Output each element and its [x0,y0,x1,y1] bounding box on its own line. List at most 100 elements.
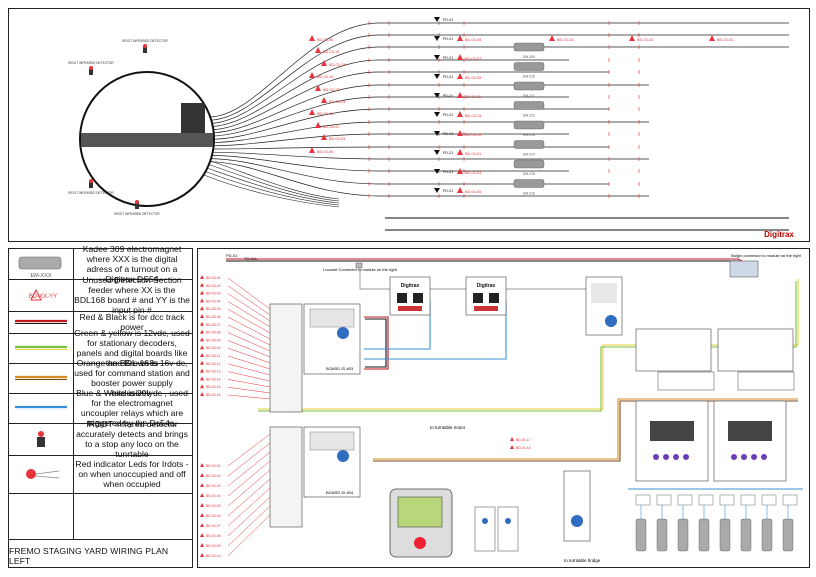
bd-input-label: BD-03-12 [206,362,221,366]
pd-label: PD-01 [443,56,453,60]
em-label: EM-210 [523,75,535,79]
legend-row: Red indicator Leds for Irdots - on when … [9,455,192,494]
bd-input-label: BD-04-03 [206,484,221,488]
bd-label: BD-03-03 [557,38,573,42]
legend-row: Red & Black is for dcc track power [9,311,192,334]
bd-label: BD-04-05 [465,190,481,194]
loconet-connector [355,262,363,269]
bd-label: BD-03-07 [465,57,481,61]
track-fan [203,22,380,208]
legend-symbol [9,493,74,539]
bd-input-label: BD-04-01 [206,464,221,468]
bulgin-note: Bulgin connector to module on the right [731,253,801,258]
bd-label: BD-03-12 [323,88,339,92]
bd-input-label: BD-04-09 [206,544,221,548]
wiring-plan: PD-01 TO ALL Loconet Connector to module… [197,248,810,568]
pd-label: PD-01 [443,113,453,117]
staging-tracks [368,21,789,198]
pm42-panel-1: Digitrax [389,276,431,316]
bd-label: BD-03-06 [317,38,333,42]
turntable-bridge-label: to turntable bridge [564,558,601,563]
em-symbol-label: EM-XXX [30,273,51,279]
pd-label: PD-01 [443,18,453,22]
digitrax-logo-panel-2: Digitrax [477,283,496,289]
legend-text: Red indicator Leds for Irdots - on when … [75,459,189,489]
turntable-bridge-decoder [563,470,591,542]
board-04-label: BOARD ID #04 [326,490,354,495]
pd-label: PD-01 [443,132,453,136]
bd-label: BD-03-13 [465,114,481,118]
legend-symbol [9,423,74,455]
bd-input-label: BD-03-13 [206,370,221,374]
digitrax-logo-top: Digitrax [764,230,794,239]
bd-label: BD-03-02 [637,38,653,42]
bd-label: BD-04-06 [317,150,333,154]
board-03-label: BOARD ID #03 [326,366,354,371]
bdl168-board-04: BOARD ID #04 [269,426,361,528]
bd-label: BD-03-16 [317,112,333,116]
legend-text: Unused Detection Section feeder where XX… [74,275,190,315]
bd-input-label: BD-03-14 [206,377,221,381]
to-all-label: TO ALL [244,256,258,261]
bd-label: BD-03-15 [465,133,481,137]
legend-row: Orange and Brown is 16v dc, used for com… [9,358,192,398]
turntable-bridge [81,133,213,147]
irdot-label: IRDOT INFRARED DETECTOR [114,212,160,216]
bd-input-label: BD-04-04 [206,494,221,498]
bd-label: BD-04-02 [323,125,339,129]
legend-symbol [9,311,74,333]
legend-row [9,493,192,540]
electromagnets: EM-209EM-210EM-211EM-212EM-213EM-214EM-2… [513,42,545,196]
em-label: EM-212 [523,114,535,118]
uncoupler-magnets [635,494,798,552]
em-label: EM-216 [523,192,535,196]
legend-text: IRDOT infrared detector accurately detec… [76,419,188,459]
irdot-label: IRDOT INFRARED DETECTOR [68,191,114,195]
stationary-decoder-2 [717,328,795,391]
bd-label: BD-03-13 [329,63,345,67]
bdl168-board-03: BOARD ID #03 [269,303,361,413]
bd-label: BD-03-10 [323,50,339,54]
digitrax-logo-panel-1: Digitrax [401,283,420,289]
bd-input-label: BD-04-17 [516,438,531,442]
bd-label: BD-04-03 [329,137,345,141]
wiring-svg: PD-01 TO ALL Loconet Connector to module… [200,253,803,563]
legend-symbol [9,333,74,363]
irdot-boards [474,506,519,552]
bd-label: BD-03-14 [317,75,333,79]
legend-symbol: BD-XX-YY [9,279,74,311]
legend-symbol [9,363,74,393]
bd-label: BD-03-09 [465,76,481,80]
turntable-motor-label: to turntable motor [430,425,466,430]
irdot-label: IRDOT INFRARED DETECTOR [68,61,114,65]
legend-text: Red & Black is for dcc track power [79,312,185,332]
bd-label: BD-03-08 [465,38,481,42]
pd-label: PD-01 [443,75,453,79]
em-label: EM-213 [523,133,535,137]
bd-input-label: BD-03-15 [206,385,221,389]
bd-input-labels: BD-03-01BD-03-02BD-03-03BD-03-04BD-03-05… [200,275,531,558]
irdot-label: IRDOT INFRARED DETECTOR [122,39,168,43]
em-label: EM-209 [523,55,535,59]
ds54-decoder-top [585,276,623,336]
bd-input-label: BD-03-11 [206,354,220,358]
pd-label: PD-01 [443,37,453,41]
bd-input-label: BD-03-05 [206,307,221,311]
em-label: EM-211 [523,94,535,98]
bd-input-label: BD-04-02 [206,474,221,478]
bd-input-label: BD-03-07 [206,323,221,327]
bulgin-connector [729,260,759,278]
bd-input-label: BD-04-10 [206,554,221,558]
yard-track-diagram: IRDOT INFRARED DETECTOR IRDOT INFRARED DE… [8,8,810,242]
bd-input-label: BD-04-18 [516,446,531,450]
irdot-detectors: IRDOT INFRARED DETECTOR IRDOT INFRARED DE… [68,39,168,216]
bd-label: BD-03-13 [329,100,345,104]
legend-row: Green & yellow is 12vdc, used for statio… [9,328,192,368]
stationary-decoder-1 [635,328,715,391]
em-label: EM-215 [523,172,535,176]
signals: BD-03-06BD-03-10BD-03-13BD-03-14BD-03-12… [309,17,733,194]
bd-input-label: BD-04-07 [206,524,221,528]
